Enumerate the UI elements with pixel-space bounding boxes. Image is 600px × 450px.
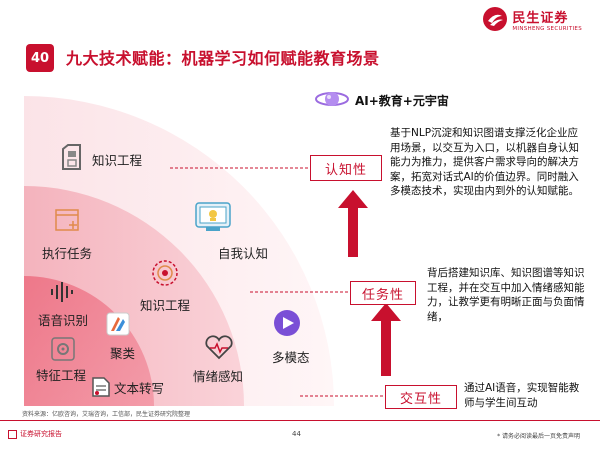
logo-chinese-text: 民生证券 bbox=[512, 10, 569, 26]
logo-english-text: MINSHENG SECURITIES bbox=[512, 25, 582, 32]
level-interactive-box: 交互性 bbox=[385, 385, 457, 409]
level-task-description: 背后搭建知识库、知识图谱等知识工程，并在交互中加入情绪感知能力，让教学更有明晰正… bbox=[427, 267, 585, 323]
self-cognition-robot-icon bbox=[195, 202, 231, 231]
label-knowledge-engineering-outer: 知识工程 bbox=[92, 153, 143, 168]
inner-arc-region bbox=[24, 276, 154, 406]
label-clustering: 聚类 bbox=[110, 346, 136, 361]
source-note: 资料来源：亿欧咨询，艾瑞咨询，工信部，民生证券研究院整理 bbox=[22, 411, 191, 418]
text-transcribe-document-icon bbox=[92, 377, 110, 397]
page-number: 40 bbox=[26, 44, 54, 72]
label-knowledge-engineering-inner: 知识工程 bbox=[140, 298, 191, 313]
level-task-box: 任务性 bbox=[350, 281, 416, 305]
ai-education-metaverse-tag: AI+教育+元宇宙 bbox=[355, 94, 449, 108]
report-square-icon bbox=[8, 429, 17, 439]
knowledge-graph-target-icon bbox=[152, 260, 178, 286]
label-execute-task: 执行任务 bbox=[42, 246, 93, 261]
task-window-icon bbox=[55, 209, 79, 231]
footer-report-label: 证券研究报告 bbox=[8, 429, 62, 439]
label-emotion-perception: 情绪感知 bbox=[193, 369, 244, 384]
minsheng-logo-icon bbox=[483, 7, 508, 31]
label-self-cognition: 自我认知 bbox=[218, 246, 269, 261]
level-cognitive-box: 认知性 bbox=[310, 155, 382, 181]
feature-engineering-gear-icon bbox=[51, 337, 75, 361]
footer-disclaimer: * 请务必阅读最后一页免责声明 bbox=[497, 433, 580, 440]
footer-divider bbox=[0, 420, 600, 421]
up-arrow-icon bbox=[371, 303, 401, 376]
footer-left-text: 证券研究报告 bbox=[20, 430, 62, 438]
emotion-heart-pulse-icon bbox=[205, 335, 233, 360]
label-text-transcription: 文本转写 bbox=[114, 381, 165, 396]
footer-page-number: 44 bbox=[292, 430, 301, 438]
page-title: 九大技术赋能：机器学习如何赋能教育场景 bbox=[66, 49, 380, 68]
level-cognitive-description: 基于NLP沉淀和知识图谱支撑泛化企业应用场景，以交互为入口，以机器自身认知能力为… bbox=[390, 127, 579, 197]
label-speech-recognition: 语音识别 bbox=[38, 313, 89, 328]
label-multimodal: 多模态 bbox=[272, 350, 310, 365]
level-interactive-description: 通过AI语音，实现智能教师与学生间互动 bbox=[464, 382, 580, 409]
speech-waveform-icon bbox=[51, 282, 73, 302]
metaverse-planet-icon bbox=[315, 92, 349, 106]
up-arrow-icon bbox=[338, 190, 368, 257]
label-feature-engineering: 特征工程 bbox=[36, 368, 87, 383]
clustering-palette-icon bbox=[106, 312, 130, 336]
brand-logo: 民生证券 MINSHENG SECURITIES bbox=[482, 6, 582, 32]
multimodal-play-icon bbox=[274, 310, 300, 336]
knowledge-engineering-icon bbox=[62, 144, 81, 170]
